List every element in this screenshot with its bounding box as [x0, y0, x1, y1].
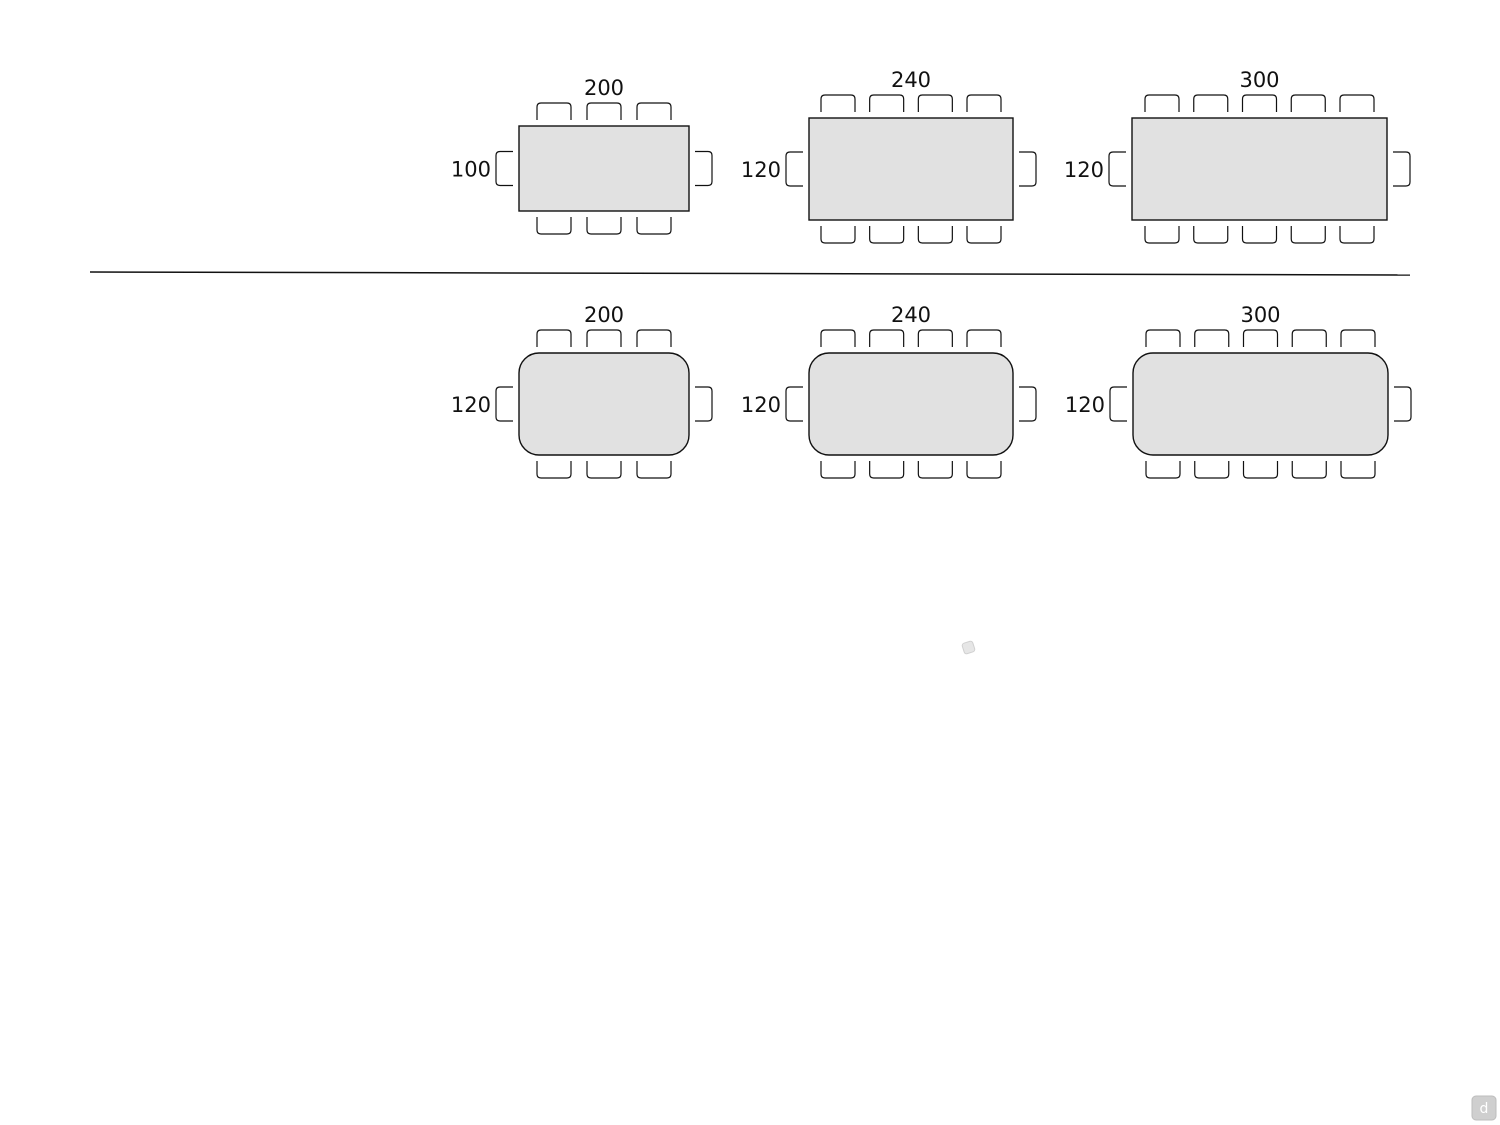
chair: [1340, 329, 1376, 347]
table-group: 240 120: [741, 68, 1037, 244]
row-divider: [89, 271, 1411, 276]
table-group: 300 120: [1064, 68, 1411, 244]
table-length-label: 300: [1239, 68, 1279, 92]
table-group: 240 120: [741, 303, 1037, 479]
table-width-label: 120: [741, 393, 781, 417]
chair: [1108, 151, 1126, 187]
chair: [1109, 386, 1127, 422]
chair: [1290, 226, 1326, 244]
table-group: 200 100: [451, 76, 713, 235]
chair: [636, 217, 672, 235]
chair: [1340, 461, 1376, 479]
chair: [1145, 461, 1181, 479]
chair: [1242, 461, 1279, 479]
chair: [1241, 94, 1278, 112]
table-top: [808, 117, 1014, 221]
chair: [1019, 151, 1037, 187]
site-logo-icon: d: [1471, 1095, 1497, 1121]
chair: [820, 94, 856, 112]
chair: [785, 151, 803, 187]
chair: [1194, 329, 1230, 347]
table-group: 300 120: [1065, 303, 1412, 479]
chair: [966, 226, 1002, 244]
chair: [536, 461, 572, 479]
chair: [536, 102, 572, 120]
table-length-label: 200: [584, 303, 624, 327]
chair: [1339, 226, 1375, 244]
chair: [1339, 94, 1375, 112]
chair: [536, 217, 572, 235]
table-top: [518, 125, 690, 212]
table-width-label: 120: [1064, 158, 1104, 182]
chair: [495, 386, 513, 422]
chair: [1194, 461, 1230, 479]
table-top: [518, 352, 690, 456]
chair: [1193, 94, 1229, 112]
chair: [536, 329, 572, 347]
table-length-label: 240: [891, 68, 931, 92]
chair: [586, 329, 622, 347]
table-group: 200 120: [451, 303, 713, 479]
table-length-label: 240: [891, 303, 931, 327]
chair: [586, 461, 622, 479]
chair: [1019, 386, 1037, 422]
chair: [636, 329, 672, 347]
chair: [1241, 226, 1278, 244]
chair: [495, 150, 513, 187]
chair: [695, 150, 713, 187]
tables-layer: 200 100 240 120 300 120 200 120 240 120 300 120: [451, 68, 1412, 479]
chair: [966, 94, 1002, 112]
chair: [966, 329, 1002, 347]
chair: [917, 226, 953, 244]
chair: [820, 329, 856, 347]
chair: [869, 461, 905, 479]
chair: [636, 461, 672, 479]
chair: [1242, 329, 1279, 347]
chair: [869, 226, 905, 244]
chair: [966, 461, 1002, 479]
table-width-label: 120: [1065, 393, 1105, 417]
chair: [1291, 461, 1327, 479]
chair: [917, 461, 953, 479]
chair: [785, 386, 803, 422]
chair: [917, 329, 953, 347]
chair: [586, 217, 622, 235]
chair: [1394, 386, 1412, 422]
chair: [1291, 329, 1327, 347]
chair: [820, 461, 856, 479]
chair: [586, 102, 622, 120]
chair: [1144, 226, 1180, 244]
chair: [820, 226, 856, 244]
chair: [1393, 151, 1411, 187]
chair: [1193, 226, 1229, 244]
chair: [869, 94, 905, 112]
chair: [695, 386, 713, 422]
chair: [1144, 94, 1180, 112]
table-length-label: 300: [1240, 303, 1280, 327]
chair: [1290, 94, 1326, 112]
table-top: [1131, 117, 1388, 221]
table-top: [1132, 352, 1389, 456]
chair: [917, 94, 953, 112]
site-logo-letter: d: [1480, 1101, 1489, 1117]
table-width-label: 120: [451, 393, 491, 417]
chair: [869, 329, 905, 347]
table-length-label: 200: [584, 76, 624, 100]
chair: [1145, 329, 1181, 347]
chair: [636, 102, 672, 120]
table-width-label: 120: [741, 158, 781, 182]
small-diamond-icon: [961, 640, 976, 655]
table-top: [808, 352, 1014, 456]
table-width-label: 100: [451, 158, 491, 182]
